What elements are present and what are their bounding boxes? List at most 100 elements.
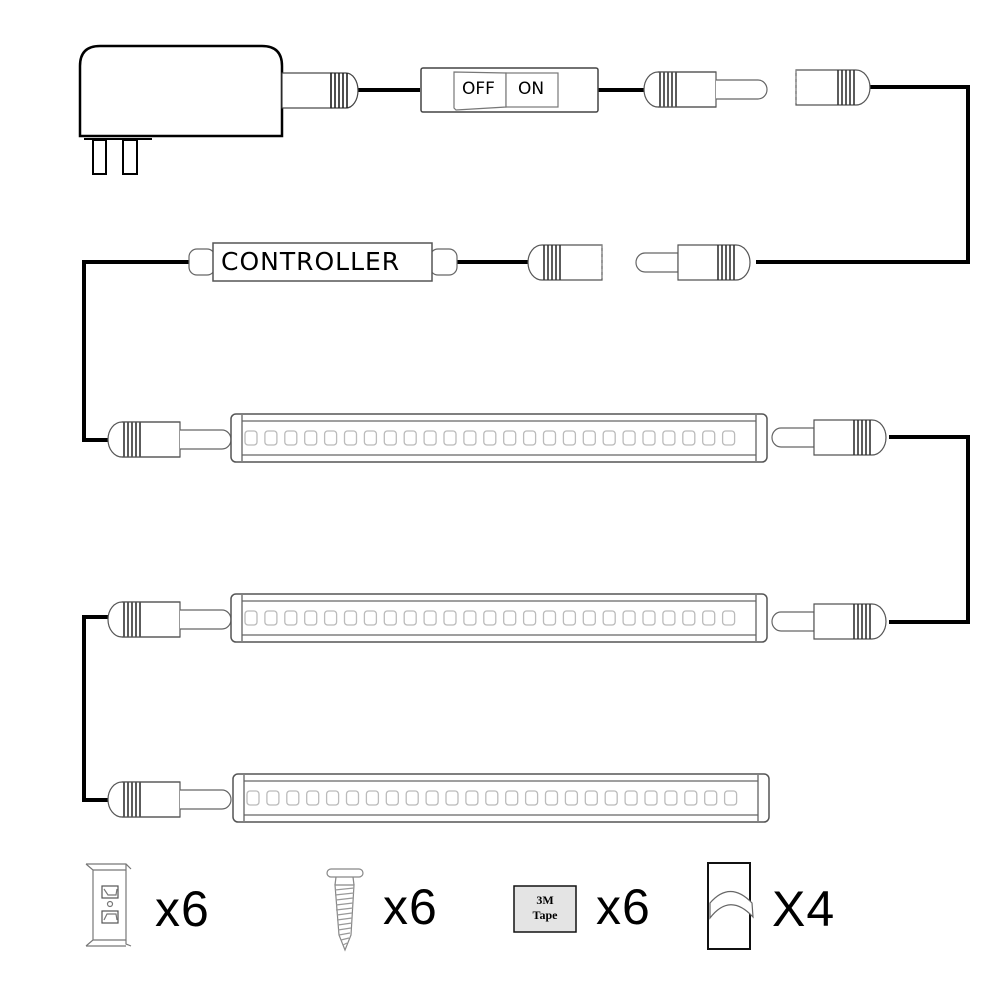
led-chip (582, 430, 596, 446)
led-chip (721, 430, 736, 446)
led-chip (264, 430, 278, 446)
led-chip (323, 610, 338, 626)
led-chip (702, 430, 716, 446)
led-chip (682, 430, 696, 446)
led-chip (642, 610, 656, 626)
led-chip (721, 610, 736, 626)
led-chip (522, 430, 537, 446)
led-chip (246, 790, 260, 806)
extension-cable-plug (635, 244, 751, 281)
led-chip (624, 790, 638, 806)
led-chip (463, 430, 477, 446)
led-chip (644, 790, 658, 806)
led-chip (323, 430, 338, 446)
led-chip (582, 610, 596, 626)
led-chip (483, 610, 497, 626)
mounting-clip-quantity: x6 (155, 881, 210, 937)
led-chip (465, 790, 479, 806)
led-chip (542, 610, 557, 626)
controller (188, 242, 458, 282)
led-chip (522, 610, 537, 626)
led-chip (503, 610, 517, 626)
led-chip (266, 790, 280, 806)
light-bar-2 (107, 593, 887, 643)
led-chip (284, 430, 298, 446)
led-chip (684, 790, 698, 806)
led-chip (662, 430, 676, 446)
led-chip (304, 610, 318, 626)
led-chip (284, 610, 298, 626)
3m-tape-label-line2: Tape (532, 908, 558, 922)
led-chip (542, 430, 557, 446)
adapter-dc-plug (281, 72, 359, 109)
led-chip (403, 610, 417, 626)
led-chip (524, 790, 539, 806)
3m-tape-quantity: x6 (596, 879, 651, 935)
3m-tape-label-line1: 3M (536, 893, 554, 907)
led-chip (622, 610, 636, 626)
led-chip (485, 790, 499, 806)
controller-input-socket (527, 244, 603, 281)
led-chip (403, 430, 417, 446)
light-bar-1-right-plug (771, 419, 887, 456)
led-chip (423, 610, 437, 626)
switch-off-label: OFF (462, 79, 495, 99)
switch-on-label: ON (518, 79, 545, 99)
led-chip (662, 610, 676, 626)
led-chip (244, 610, 258, 626)
led-chip (264, 610, 278, 626)
led-chip (423, 430, 437, 446)
led-chip (443, 610, 457, 626)
led-chip (345, 790, 360, 806)
led-chip (286, 790, 300, 806)
led-chip (723, 790, 738, 806)
led-chip (562, 430, 577, 446)
led-chip (544, 790, 559, 806)
light-bar-1 (107, 413, 887, 463)
led-chip (365, 790, 380, 806)
screw-quantity: x6 (383, 879, 438, 935)
led-chip (622, 430, 636, 446)
end-cap-quantity: X4 (772, 881, 836, 937)
led-chip (664, 790, 678, 806)
mounting-clip-icon (85, 863, 132, 947)
light-bar-1-left-plug (107, 421, 232, 458)
3m-tape-label: 3M Tape (514, 893, 576, 923)
led-chip (443, 430, 457, 446)
led-chip (425, 790, 439, 806)
light-bar-3-leds (246, 790, 738, 806)
light-bar-2-right-plug (771, 603, 887, 640)
led-chip (385, 790, 399, 806)
led-chip (306, 790, 320, 806)
led-chip (363, 610, 378, 626)
light-bar-3-left-plug (107, 781, 232, 818)
led-chip (503, 430, 517, 446)
end-cap-icon (707, 862, 754, 950)
inline-switch (420, 67, 599, 113)
led-chip (483, 430, 497, 446)
led-chip (505, 790, 519, 806)
led-chip (642, 430, 656, 446)
led-chip (562, 610, 577, 626)
led-chip (445, 790, 459, 806)
led-chip (704, 790, 718, 806)
led-chip (604, 790, 618, 806)
led-chip (383, 430, 397, 446)
3m-tape-icon (513, 885, 577, 933)
light-bar-1-leds (244, 430, 736, 446)
led-chip (463, 610, 477, 626)
led-chip (363, 430, 378, 446)
power-adapter (78, 44, 359, 175)
extension-cable-socket-top (795, 69, 871, 106)
controller-label: CONTROLLER (221, 247, 401, 276)
led-chip (602, 610, 616, 626)
screw-icon (326, 868, 364, 952)
light-bar-2-left-plug (107, 601, 232, 638)
led-chip (405, 790, 419, 806)
led-chip (682, 610, 696, 626)
led-chip (383, 610, 397, 626)
cables (82, 85, 970, 802)
led-chip (564, 790, 579, 806)
led-chip (602, 430, 616, 446)
